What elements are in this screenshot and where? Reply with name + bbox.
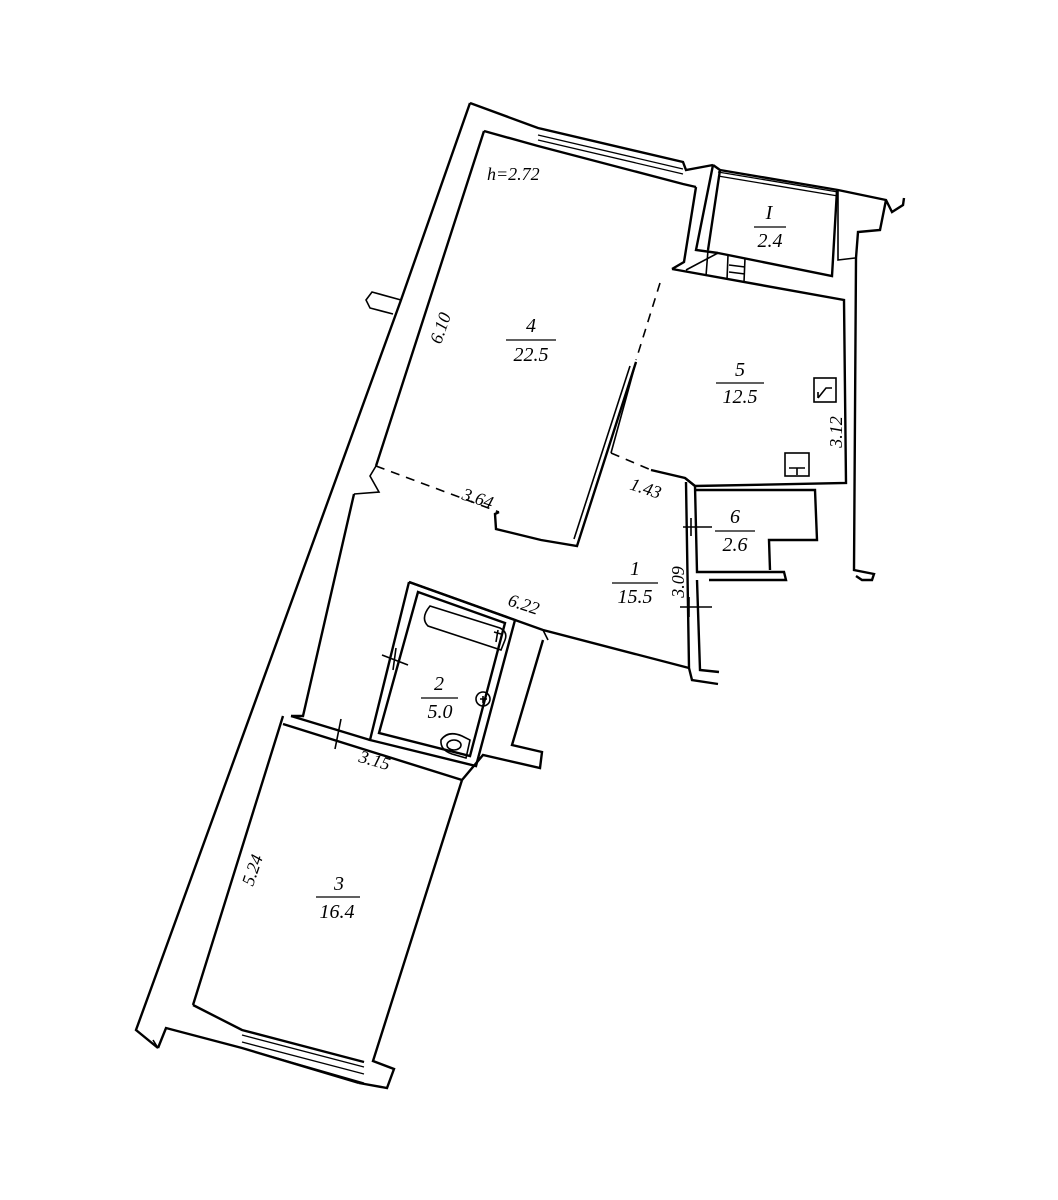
ceiling-height-label: h=2.72	[487, 164, 540, 184]
hall-number: 1	[630, 558, 640, 580]
left-wall-break-lower	[135, 1029, 159, 1049]
room4-right-wall-line	[573, 365, 631, 540]
room4-right-wall-lower	[493, 361, 638, 548]
stove-icon	[813, 377, 837, 403]
washbasin-tap-icon	[480, 696, 487, 703]
outer-walls	[134, 101, 906, 1049]
room3-top-wall	[282, 714, 463, 782]
hall-bottom-wall-inner	[542, 629, 549, 641]
dim-kitchen-side: 3.12	[826, 416, 846, 449]
storage-area: 2.6	[723, 534, 748, 556]
kitchen-left-wall	[610, 361, 637, 454]
room4-window	[537, 127, 684, 185]
dim-room3-side: 5.24	[238, 852, 267, 888]
bathroom-number: 2	[434, 673, 444, 695]
dim-hall-side: 3.09	[668, 566, 688, 599]
left-wall-break-upper	[365, 291, 402, 315]
bathroom-area: 5.0	[428, 701, 453, 723]
storage-walls	[684, 477, 819, 582]
right-exterior-wall	[852, 199, 888, 582]
room4-hall-opening	[375, 465, 500, 513]
loggia-right-stub	[837, 190, 856, 261]
bathtub-icon	[423, 605, 507, 651]
dim-room3-width: 3.15	[356, 746, 393, 774]
washbasin-icon	[475, 691, 491, 707]
room4-kitchen-opening	[635, 282, 661, 361]
toilet-seat-icon	[446, 739, 462, 751]
kitchen-number: 5	[735, 359, 745, 381]
labels: h=2.72 I 2.4 4 22.5 5 12.5 6 2.6 1 15.5 …	[238, 164, 846, 923]
hall-area: 15.5	[618, 586, 653, 608]
room4-number: 4	[526, 315, 536, 337]
sink-icon	[784, 452, 810, 477]
bathroom-walls	[368, 580, 517, 768]
room4-right-wall	[671, 186, 698, 271]
fixtures	[423, 377, 837, 760]
room3-right-wall	[358, 779, 464, 1090]
dim-hall-length: 6.22	[506, 590, 542, 619]
loggia-area: 2.4	[758, 230, 783, 252]
kitchen-wall-stubs	[685, 249, 746, 283]
room3-area: 16.4	[320, 901, 355, 923]
hall-right-wall	[684, 481, 720, 686]
loggia-number: I	[765, 202, 774, 224]
room3-bottom-wall	[156, 1003, 365, 1085]
kitchen-hall-opening	[610, 452, 652, 471]
sink-drain-icon	[789, 467, 805, 475]
room4-bottom-left-stub	[353, 465, 381, 495]
bathtub-tap-icon	[493, 629, 502, 643]
room4-area: 22.5	[514, 344, 549, 366]
dim-room4-width: 3.64	[459, 484, 496, 513]
hall-right-door	[680, 597, 712, 617]
left-exterior-wall-outer	[134, 102, 472, 1049]
dim-kitchen-passage: 1.43	[628, 474, 664, 503]
loggia-window	[717, 171, 839, 197]
room3-door	[334, 718, 342, 750]
bathroom-door	[381, 647, 409, 671]
storage-number: 6	[730, 506, 740, 528]
room3-window	[241, 1029, 365, 1084]
gas-pipe-icon	[817, 387, 832, 399]
dim-room4-side: 6.10	[426, 310, 455, 346]
room3-number: 3	[333, 873, 344, 895]
toilet-icon	[440, 732, 471, 760]
interior-walls	[156, 186, 819, 1090]
kitchen-right-wall	[650, 267, 848, 488]
kitchen-area: 12.5	[723, 386, 758, 408]
